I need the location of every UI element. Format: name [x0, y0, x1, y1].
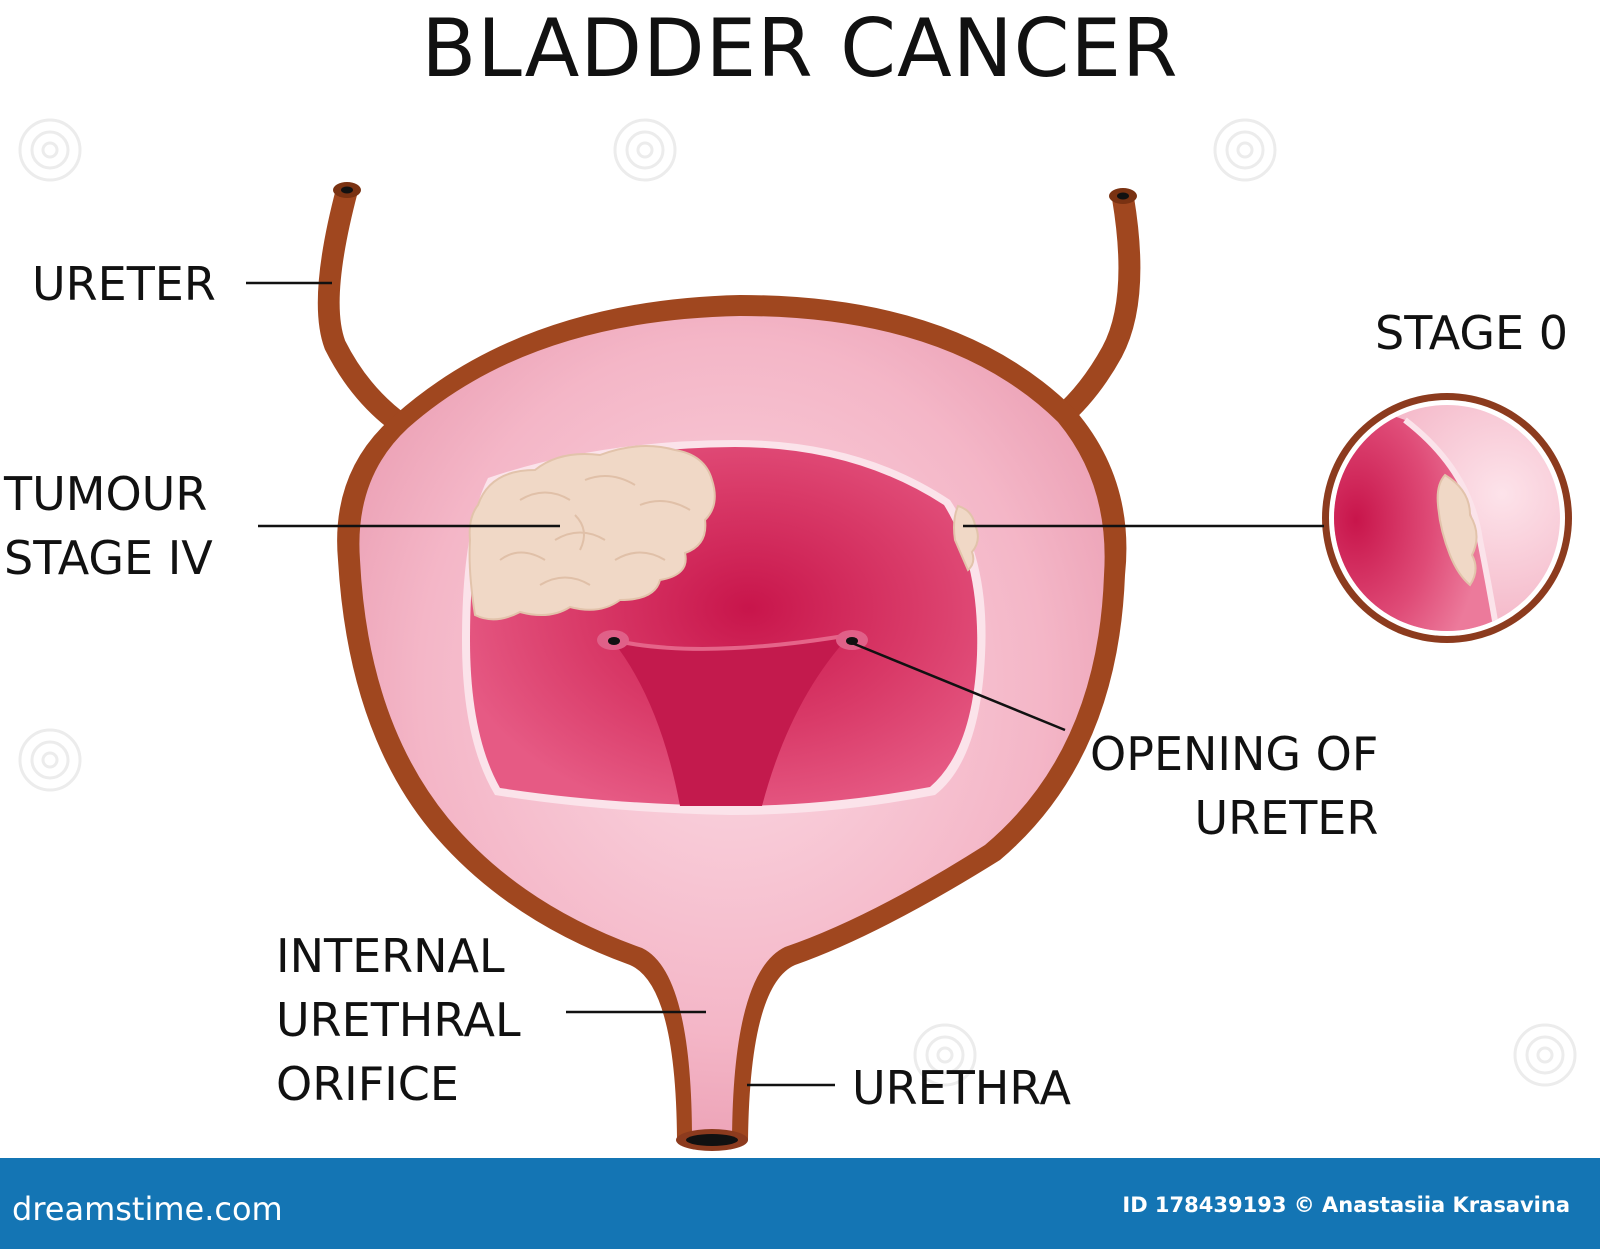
label-urethra: URETHRA	[852, 1061, 1071, 1115]
trigone	[612, 635, 850, 806]
label-internal-urethral-orifice: INTERNAL URETHRAL ORIFICE	[276, 929, 521, 1111]
tumour-stage-iv	[468, 445, 716, 621]
footer-bar	[0, 1158, 1600, 1249]
tumour-stage-0-lesion	[953, 504, 979, 572]
tumour-texture	[499, 475, 691, 586]
footer-credit: ID 178439193 © Anastasiia Krasavina	[1122, 1193, 1570, 1217]
watermark-swirls	[18, 118, 1577, 1087]
footer-brand: dreamstime.com	[12, 1190, 283, 1228]
label-stage-0: STAGE 0	[1375, 306, 1568, 360]
label-opening-of-ureter: OPENING OF URETER	[1090, 727, 1379, 845]
right-ureter	[1052, 196, 1141, 427]
label-ureter: URETER	[32, 257, 216, 311]
diagram-title: BLADDER CANCER	[421, 2, 1179, 95]
label-tumour-stage-iv: TUMOUR STAGE IV	[4, 467, 213, 585]
leader-lines	[246, 281, 1324, 1087]
left-ureter	[317, 187, 409, 434]
stage-0-inset	[1334, 405, 1560, 631]
